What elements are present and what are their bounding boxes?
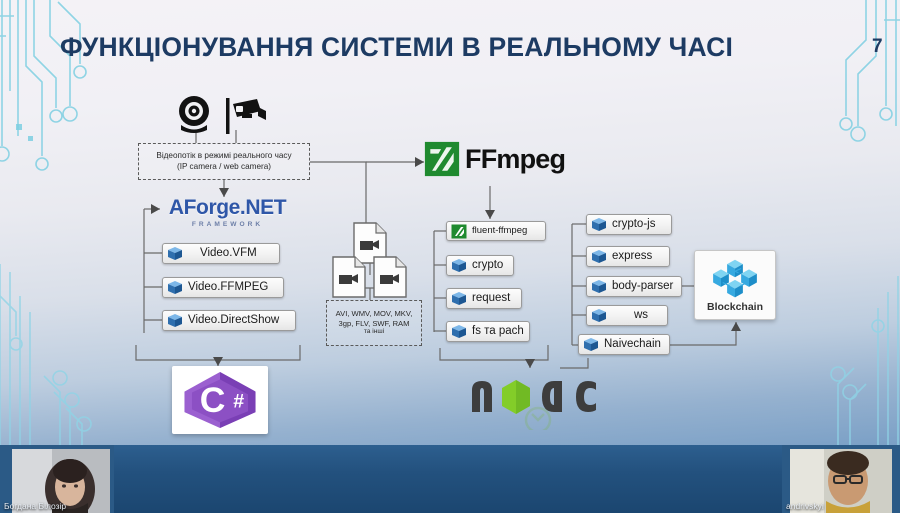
cctv-camera-icon xyxy=(226,98,266,134)
module-crypto-js[interactable]: crypto-js xyxy=(586,214,672,235)
teams-call-bar: Богдана Білозір andrivskyi xyxy=(0,445,900,513)
module-fs-path[interactable]: fs та pach xyxy=(446,321,530,342)
slide-canvas: ФУНКЦІОНУВАННЯ СИСТЕМИ В РЕАЛЬНОМУ ЧАСІ … xyxy=(0,0,900,445)
video-file-icon xyxy=(373,256,407,298)
module-label: crypto-js xyxy=(612,217,656,230)
package-cube-icon xyxy=(583,337,599,352)
module-label: Video.DirectShow xyxy=(188,313,280,326)
participant-thumbnail-right[interactable]: andrivskyi xyxy=(782,445,900,513)
package-cube-icon xyxy=(591,308,607,323)
nodejs-logo xyxy=(468,368,608,434)
package-cube-icon xyxy=(591,279,607,294)
module-label: request xyxy=(472,291,511,304)
package-cube-icon xyxy=(591,217,607,232)
package-cube-icon xyxy=(451,258,467,273)
participant-thumbnail-left[interactable]: Богдана Білозір xyxy=(0,445,114,513)
formats-line2: 3gp, FLV, SWF, RAM xyxy=(338,318,410,328)
aforge-logo: AForge.NET FRAMEWORK xyxy=(160,196,295,228)
module-label: Naivechain xyxy=(604,337,661,350)
ffmpeg-word: FFmpeg xyxy=(465,143,566,174)
page-number: 7 xyxy=(872,36,883,57)
aforge-logo-main: AForge.NET xyxy=(168,196,287,219)
svg-text:#: # xyxy=(233,390,244,412)
package-cube-icon xyxy=(451,324,467,339)
module-label: ws xyxy=(634,308,649,321)
module-label: Video.VFM xyxy=(200,246,257,259)
page-title: ФУНКЦІОНУВАННЯ СИСТЕМИ В РЕАЛЬНОМУ ЧАСІ xyxy=(60,32,734,62)
formats-line1: AVI, WMV, MOV, MKV, xyxy=(335,309,413,319)
module-video-vfm[interactable]: Video.VFM xyxy=(162,243,280,264)
ffmpeg-mark-icon xyxy=(424,141,460,177)
module-fluent-ffmpeg[interactable]: fluent-ffmpeg xyxy=(446,221,546,241)
stream-note-box: Відеопотік в режимі реального часу (IP c… xyxy=(138,143,310,180)
csharp-logo-plate: C # xyxy=(172,366,268,434)
video-file-icon xyxy=(332,256,366,298)
module-label: Video.FFMPEG xyxy=(188,280,269,293)
formats-line3: та інші xyxy=(363,328,385,336)
module-express[interactable]: express xyxy=(586,246,670,267)
blockchain-box[interactable]: Blockchain xyxy=(694,250,776,320)
package-cube-icon xyxy=(167,280,183,295)
module-naivechain[interactable]: Naivechain xyxy=(578,334,670,355)
module-video-ffmpeg[interactable]: Video.FFMPEG xyxy=(162,277,284,298)
module-label: express xyxy=(612,249,653,262)
module-ws[interactable]: ws xyxy=(586,305,668,326)
ffmpeg-green-icon xyxy=(451,224,467,239)
blockchain-cubes-icon xyxy=(713,259,757,297)
stream-note-line1: Відеопотік в режимі реального часу xyxy=(156,151,292,161)
package-cube-icon xyxy=(591,249,607,264)
module-request[interactable]: request xyxy=(446,288,522,309)
aforge-logo-sub: FRAMEWORK xyxy=(191,221,264,228)
package-cube-icon xyxy=(167,246,183,261)
participant-name: andrivskyi xyxy=(786,501,824,511)
module-crypto[interactable]: crypto xyxy=(446,255,514,276)
ffmpeg-logo: FFmpeg xyxy=(424,141,566,177)
stream-note-line2: (IP camera / web camera) xyxy=(176,161,272,171)
module-label: fs та pach xyxy=(472,324,524,337)
slide-title-bar: ФУНКЦІОНУВАННЯ СИСТЕМИ В РЕАЛЬНОМУ ЧАСІ … xyxy=(60,32,883,74)
formats-note-box: AVI, WMV, MOV, MKV, 3gp, FLV, SWF, RAM т… xyxy=(326,300,422,346)
module-label: crypto xyxy=(472,258,504,271)
package-cube-icon xyxy=(167,313,183,328)
blockchain-label: Blockchain xyxy=(706,300,764,313)
diagram-connectors xyxy=(135,130,741,369)
webcam-icon xyxy=(179,96,209,133)
module-body-parser[interactable]: body-parser xyxy=(586,276,682,297)
package-cube-icon xyxy=(451,291,467,306)
module-label: fluent-ffmpeg xyxy=(472,225,528,237)
video-file-icon xyxy=(353,222,387,264)
svg-text:C: C xyxy=(200,380,226,420)
csharp-hexagon-logo: C # xyxy=(184,371,256,429)
module-label: body-parser xyxy=(612,279,674,292)
participant-name: Богдана Білозір xyxy=(4,501,67,511)
module-video-directshow[interactable]: Video.DirectShow xyxy=(162,310,296,331)
